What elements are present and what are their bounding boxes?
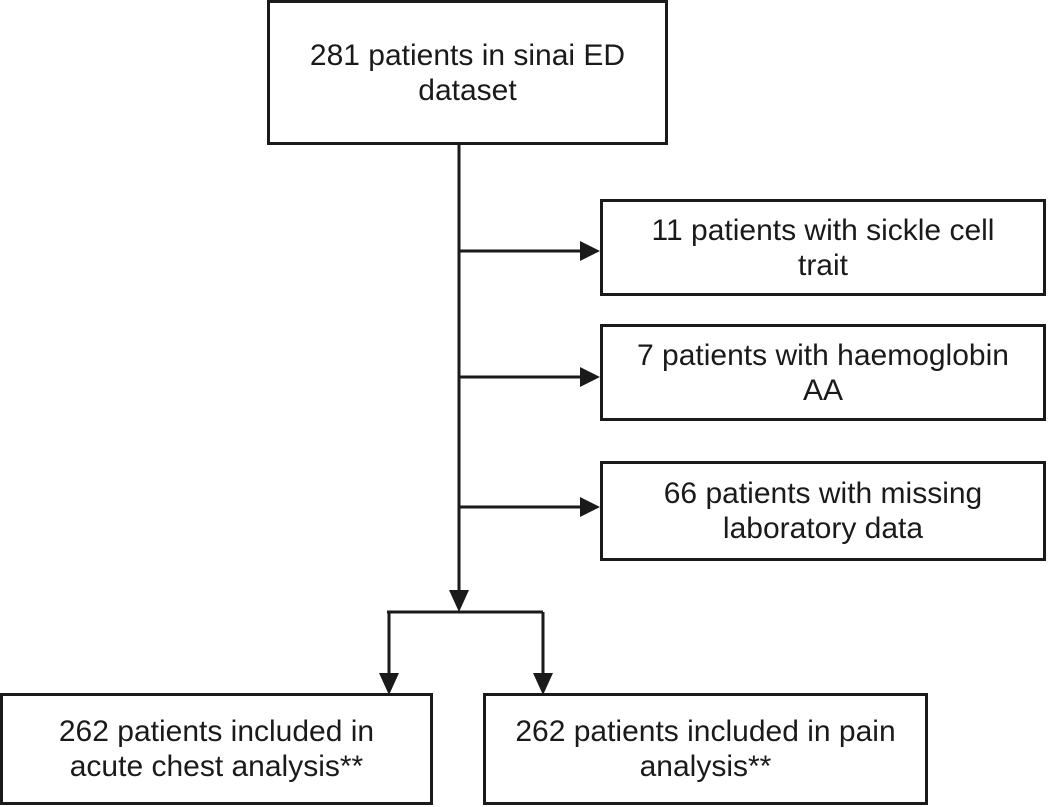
arrowhead-exclusion-1 [580,241,600,261]
exclusion-box-sickle-cell-trait: 11 patients with sickle cell trait [600,199,1046,296]
exclusion-text-haemoglobin-aa: 7 patients with haemoglobin AA [637,338,1009,407]
outcome-box-pain: 262 patients included in pain analysis** [483,693,928,805]
exclusion-text-sickle-cell-trait: 11 patients with sickle cell trait [651,213,995,282]
arrowhead-exclusion-3 [580,497,600,517]
source-population-box: 281 patients in sinai ED dataset [267,0,668,145]
outcome-text-pain: 262 patients included in pain analysis** [515,715,896,783]
exclusion-box-haemoglobin-aa: 7 patients with haemoglobin AA [600,324,1046,421]
exclusion-box-missing-lab-data: 66 patients with missing laboratory data [600,461,1046,561]
arrowhead-outcome-right [533,673,553,695]
exclusion-text-missing-lab-data: 66 patients with missing laboratory data [663,477,983,545]
arrowhead-exclusion-2 [580,367,600,387]
source-population-text: 281 patients in sinai ED dataset [309,38,626,107]
arrowhead-trunk [449,590,469,612]
outcome-box-acute-chest: 262 patients included in acute chest ana… [0,693,433,805]
outcome-text-acute-chest: 262 patients included in acute chest ana… [58,715,375,783]
arrowhead-outcome-left [379,673,399,695]
